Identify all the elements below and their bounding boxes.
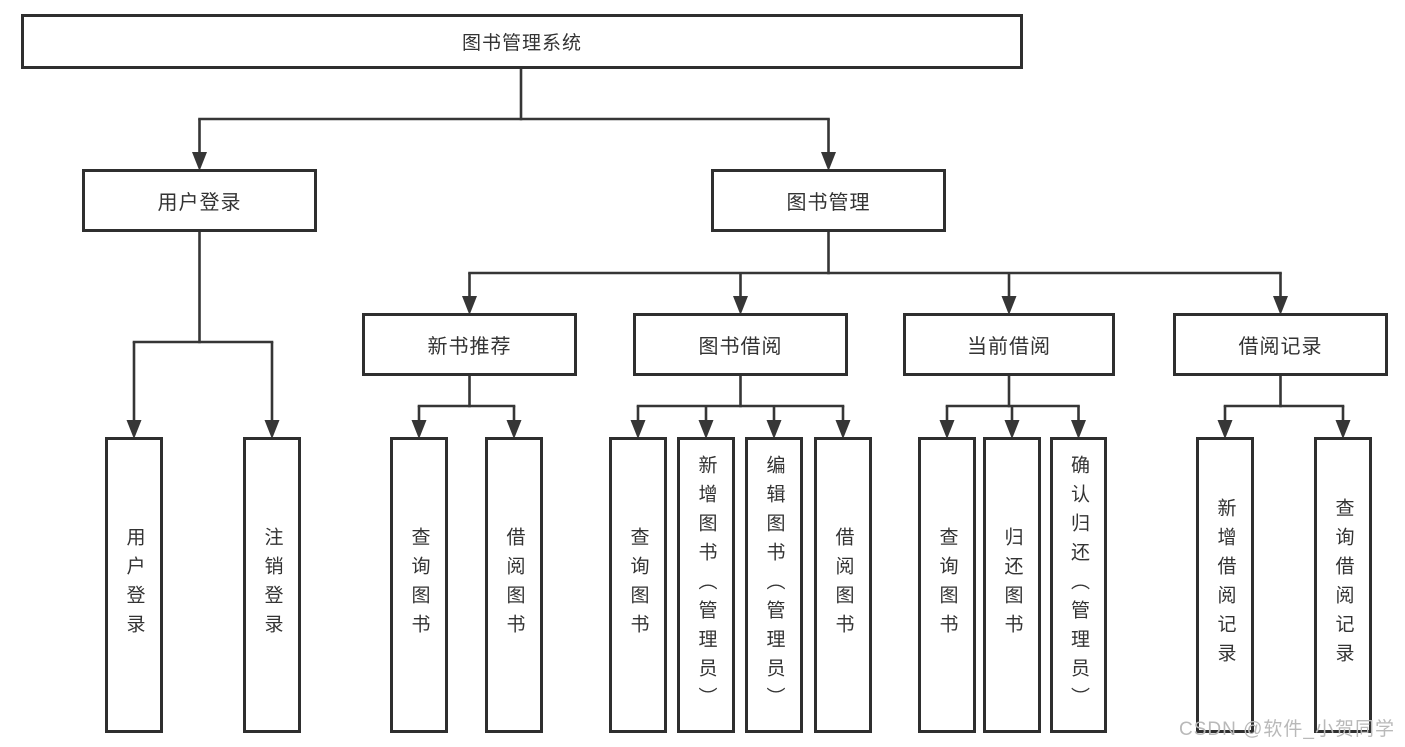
borrow-record-box: 借阅记录	[1173, 313, 1388, 376]
new-book-rec-box: 新书推荐	[362, 313, 577, 376]
leaf-bb-query-label: 查询图书	[627, 527, 649, 643]
leaf-user-login-label: 用户登录	[123, 527, 145, 643]
leaf-br-query-box: 查询借阅记录	[1314, 437, 1372, 733]
user-login-box: 用户登录	[82, 169, 317, 232]
leaf-bb-edit-box: 编辑图书（管理员）	[745, 437, 803, 733]
book-mgmt-label: 图书管理	[786, 192, 871, 214]
leaf-bb-query-box: 查询图书	[609, 437, 667, 733]
leaf-rec-query-label: 查询图书	[408, 527, 430, 643]
book-borrow-box: 图书借阅	[633, 313, 848, 376]
root-box: 图书管理系统	[21, 14, 1023, 69]
leaf-br-query-label: 查询借阅记录	[1332, 498, 1354, 672]
leaf-rec-query-box: 查询图书	[390, 437, 448, 733]
root-label: 图书管理系统	[461, 33, 582, 54]
leaf-br-add-label: 新增借阅记录	[1214, 498, 1236, 672]
leaf-logout-box: 注销登录	[243, 437, 301, 733]
leaf-bb-borrow-label: 借阅图书	[832, 527, 854, 643]
leaf-cb-confirm-box: 确认归还（管理员）	[1050, 437, 1107, 733]
book-borrow-label: 图书借阅	[698, 336, 783, 358]
leaf-rec-borrow-label: 借阅图书	[503, 527, 525, 643]
book-mgmt-box: 图书管理	[711, 169, 946, 232]
leaf-logout-label: 注销登录	[261, 527, 283, 643]
leaf-cb-return-label: 归还图书	[1001, 527, 1023, 643]
user-login-label: 用户登录	[157, 192, 242, 214]
leaf-bb-add-box: 新增图书（管理员）	[677, 437, 735, 733]
leaf-bb-edit-label: 编辑图书（管理员）	[763, 454, 785, 716]
leaf-cb-query-box: 查询图书	[918, 437, 976, 733]
leaf-br-add-box: 新增借阅记录	[1196, 437, 1254, 733]
borrow-record-label: 借阅记录	[1238, 336, 1323, 358]
leaf-bb-borrow-box: 借阅图书	[814, 437, 872, 733]
leaf-bb-add-label: 新增图书（管理员）	[695, 454, 717, 716]
leaf-cb-return-box: 归还图书	[983, 437, 1041, 733]
leaf-cb-query-label: 查询图书	[936, 527, 958, 643]
leaf-user-login-box: 用户登录	[105, 437, 163, 733]
current-borrow-label: 当前借阅	[967, 336, 1051, 358]
current-borrow-box: 当前借阅	[903, 313, 1115, 376]
leaf-rec-borrow-box: 借阅图书	[485, 437, 543, 733]
leaf-cb-confirm-label: 确认归还（管理员）	[1068, 454, 1089, 716]
new-book-rec-label: 新书推荐	[427, 336, 512, 358]
